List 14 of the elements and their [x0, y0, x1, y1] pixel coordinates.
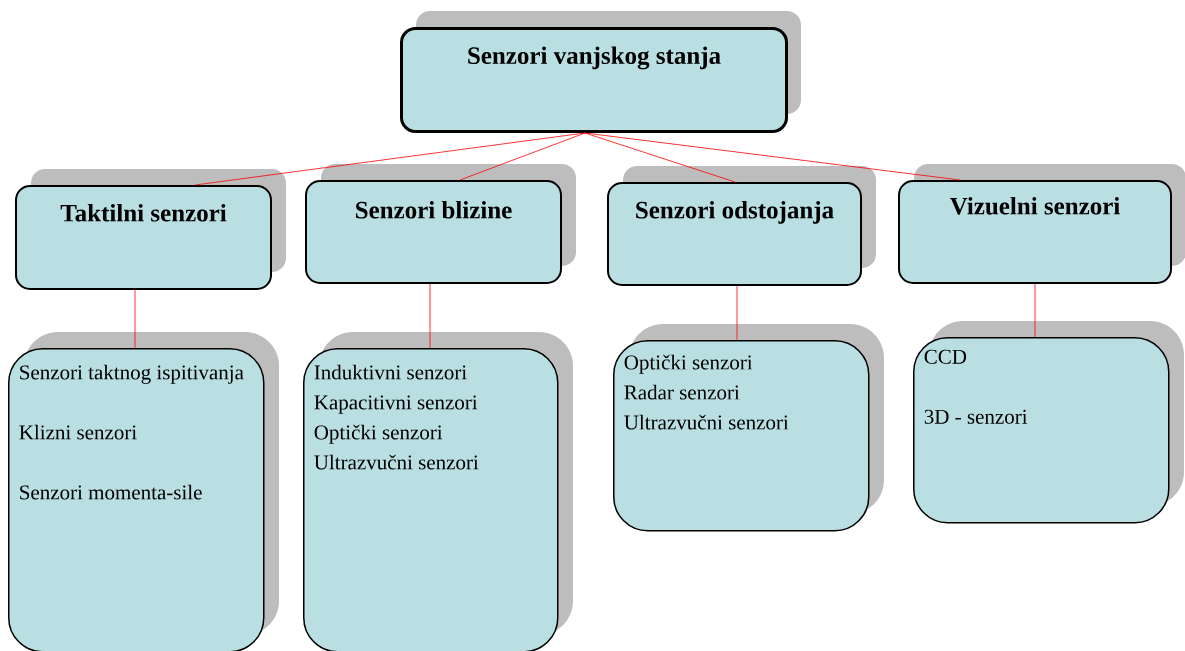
sensor-list-box: Senzori taktnog ispitivanja Klizni senzori Senzori momenta-sile — [8, 332, 279, 651]
connector-line — [736, 285, 738, 341]
connector-line — [1034, 283, 1036, 338]
category-box: Vizuelni senzori — [898, 164, 1185, 284]
category-box: Taktilni senzori — [15, 169, 286, 290]
category-box: Senzori odstojanja — [607, 166, 876, 286]
connector-line — [584, 132, 961, 181]
sensor-list-box: Induktivni senzori Kapacitivni senzori Optički senzori Ultrazvučni senzori — [303, 332, 573, 651]
sensor-list-box: CCD 3D - senzori — [913, 321, 1184, 524]
title-box: Senzori vanjskog stanja — [400, 11, 801, 133]
sensor-list-box: Optički senzori Radar senzori Ultrazvučni senzori — [613, 324, 884, 532]
connector-line — [429, 283, 431, 349]
category-box: Senzori blizine — [305, 164, 576, 284]
connector-line — [134, 289, 136, 349]
